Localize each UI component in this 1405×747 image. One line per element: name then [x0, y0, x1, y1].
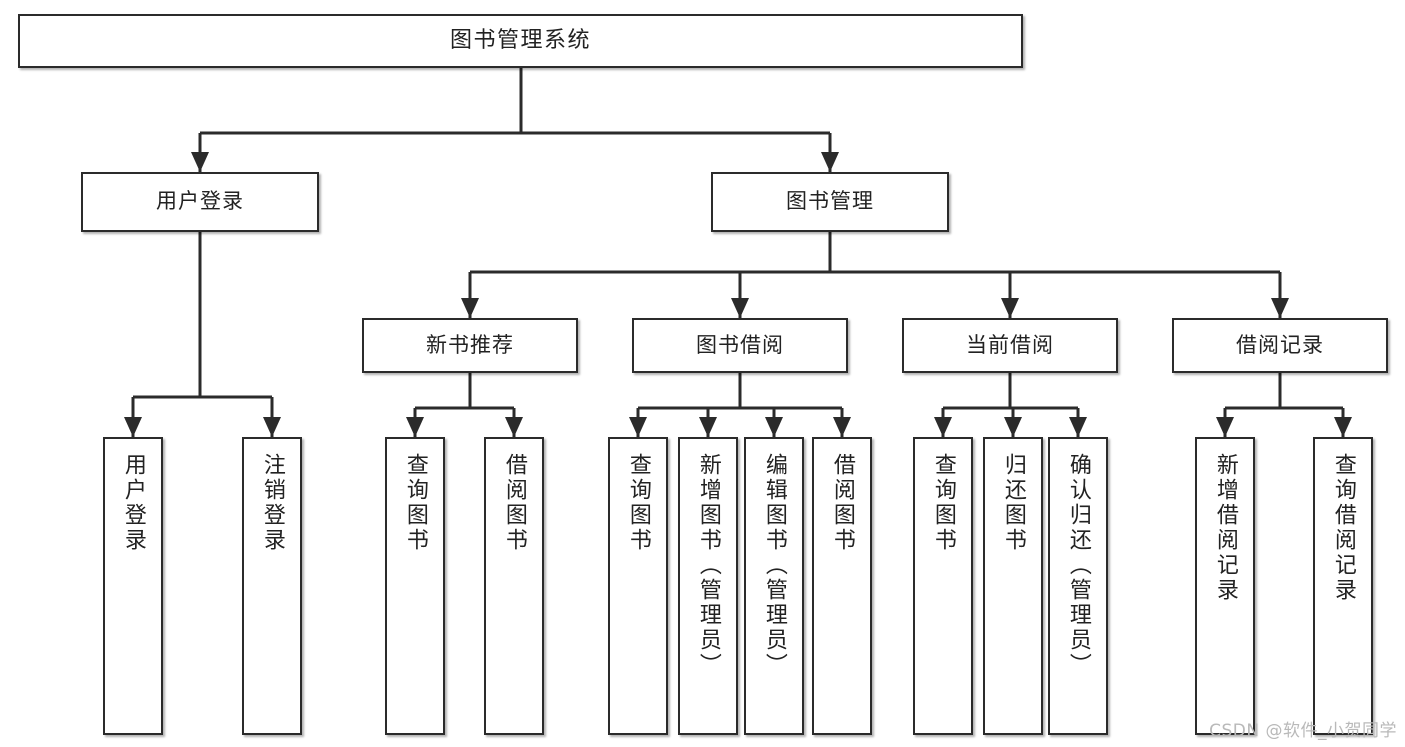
node-label: 图书管理: [786, 189, 874, 214]
arrowhead-icon: [1271, 298, 1289, 318]
node-label: 新增借阅记录: [1212, 453, 1238, 603]
node-label: 新书推荐: [426, 332, 514, 357]
node-label: 借阅图书: [501, 453, 527, 553]
node-leaf-bor-3[interactable]: 编辑图书（管理员）: [744, 437, 804, 735]
node-label: 编辑图书（管理员）: [761, 453, 787, 678]
arrowhead-icon: [1216, 417, 1234, 437]
node-leaf-cur-1[interactable]: 查询图书: [913, 437, 973, 735]
node-leaf-bor-1[interactable]: 查询图书: [608, 437, 668, 735]
arrowhead-icon: [191, 152, 209, 172]
node-label: 确认归还（管理员）: [1065, 453, 1091, 678]
arrowhead-icon: [1334, 417, 1352, 437]
arrowhead-icon: [505, 417, 523, 437]
node-leaf-login-2[interactable]: 注销登录: [242, 437, 302, 735]
node-records[interactable]: 借阅记录: [1172, 318, 1388, 373]
node-leaf-cur-3[interactable]: 确认归还（管理员）: [1048, 437, 1108, 735]
node-leaf-cur-2[interactable]: 归还图书: [983, 437, 1043, 735]
node-label: 当前借阅: [966, 332, 1054, 357]
arrowhead-icon: [934, 417, 952, 437]
node-label: 注销登录: [259, 453, 285, 553]
node-newbook[interactable]: 新书推荐: [362, 318, 578, 373]
arrowhead-icon: [461, 298, 479, 318]
node-label: 借阅图书: [829, 453, 855, 553]
node-leaf-new-2[interactable]: 借阅图书: [484, 437, 544, 735]
node-leaf-bor-2[interactable]: 新增图书（管理员）: [678, 437, 738, 735]
node-login[interactable]: 用户登录: [81, 172, 319, 232]
node-label: 查询图书: [930, 453, 956, 553]
node-label: 图书管理系统: [449, 27, 591, 53]
arrowhead-icon: [731, 298, 749, 318]
arrowhead-icon: [833, 417, 851, 437]
arrowhead-icon: [765, 417, 783, 437]
arrowhead-icon: [124, 417, 142, 437]
node-leaf-new-1[interactable]: 查询图书: [385, 437, 445, 735]
node-label: 用户登录: [120, 453, 146, 553]
node-label: 归还图书: [1000, 453, 1026, 553]
node-root[interactable]: 图书管理系统: [18, 14, 1023, 68]
node-label: 查询借阅记录: [1330, 453, 1356, 603]
arrowhead-icon: [406, 417, 424, 437]
node-label: 查询图书: [625, 453, 651, 553]
node-label: 图书借阅: [696, 332, 784, 357]
node-borrow[interactable]: 图书借阅: [632, 318, 848, 373]
node-leaf-login-1[interactable]: 用户登录: [103, 437, 163, 735]
node-label: 查询图书: [402, 453, 428, 553]
arrowhead-icon: [1069, 417, 1087, 437]
node-label: 新增图书（管理员）: [695, 453, 721, 678]
node-label: 用户登录: [156, 189, 244, 214]
node-current[interactable]: 当前借阅: [902, 318, 1118, 373]
arrowhead-icon: [263, 417, 281, 437]
node-leaf-rec-1[interactable]: 新增借阅记录: [1195, 437, 1255, 735]
arrowhead-icon: [821, 152, 839, 172]
arrowhead-icon: [1004, 417, 1022, 437]
arrowhead-icon: [1001, 298, 1019, 318]
node-label: 借阅记录: [1236, 332, 1324, 357]
node-bookmgmt[interactable]: 图书管理: [711, 172, 949, 232]
arrowhead-icon: [629, 417, 647, 437]
node-leaf-rec-2[interactable]: 查询借阅记录: [1313, 437, 1373, 735]
arrowhead-icon: [699, 417, 717, 437]
node-leaf-bor-4[interactable]: 借阅图书: [812, 437, 872, 735]
